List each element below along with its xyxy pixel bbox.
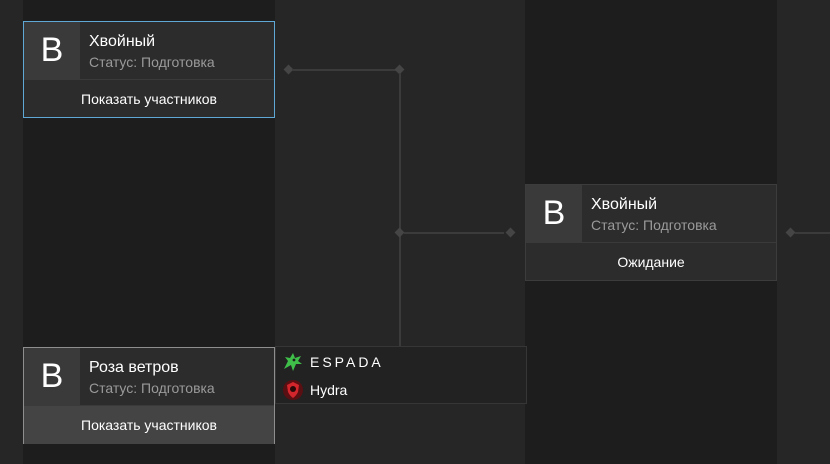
connector-line <box>795 232 830 234</box>
match-status: Статус: Подготовка <box>89 54 215 70</box>
team-name: Хвойный <box>591 196 658 213</box>
show-participants-button[interactable]: Показать участников <box>24 405 274 444</box>
connector-node <box>505 227 516 238</box>
match-card[interactable]: B Хвойный Статус: Подготовка Показать уч… <box>23 21 275 118</box>
match-status: Статус: Подготовка <box>89 380 215 396</box>
waiting-status-button[interactable]: Ожидание <box>526 242 776 281</box>
match-card-header: B Хвойный Статус: Подготовка <box>526 185 776 242</box>
connector-node <box>394 227 405 238</box>
match-card-header: B Хвойный Статус: Подготовка <box>24 22 274 79</box>
hydra-shield-icon <box>280 377 306 403</box>
match-teams-box[interactable]: ESPADA Hydra <box>275 346 527 404</box>
team-name: Хвойный <box>89 33 156 50</box>
team-row-hydra[interactable]: Hydra <box>276 376 400 404</box>
match-card[interactable]: B Хвойный Статус: Подготовка Ожидание <box>525 184 777 281</box>
team-name: Hydra <box>310 382 348 398</box>
connector-line <box>292 69 396 71</box>
team-name: Роза ветров <box>89 359 179 376</box>
team-avatar: B <box>24 22 80 79</box>
team-avatar: B <box>526 185 582 242</box>
team-avatar: B <box>24 348 80 405</box>
match-card[interactable]: B Роза ветров Статус: Подготовка Показат… <box>23 347 275 444</box>
team-name: ESPADA <box>310 354 384 370</box>
match-card-header: B Роза ветров Статус: Подготовка <box>24 348 274 405</box>
show-participants-button[interactable]: Показать участников <box>24 79 274 118</box>
connector-node <box>785 227 796 238</box>
match-status: Статус: Подготовка <box>591 217 717 233</box>
team-row-espada[interactable]: ESPADA <box>276 348 400 376</box>
espada-dragon-icon <box>280 349 306 375</box>
connector-line <box>399 73 401 346</box>
connector-line <box>404 232 504 234</box>
